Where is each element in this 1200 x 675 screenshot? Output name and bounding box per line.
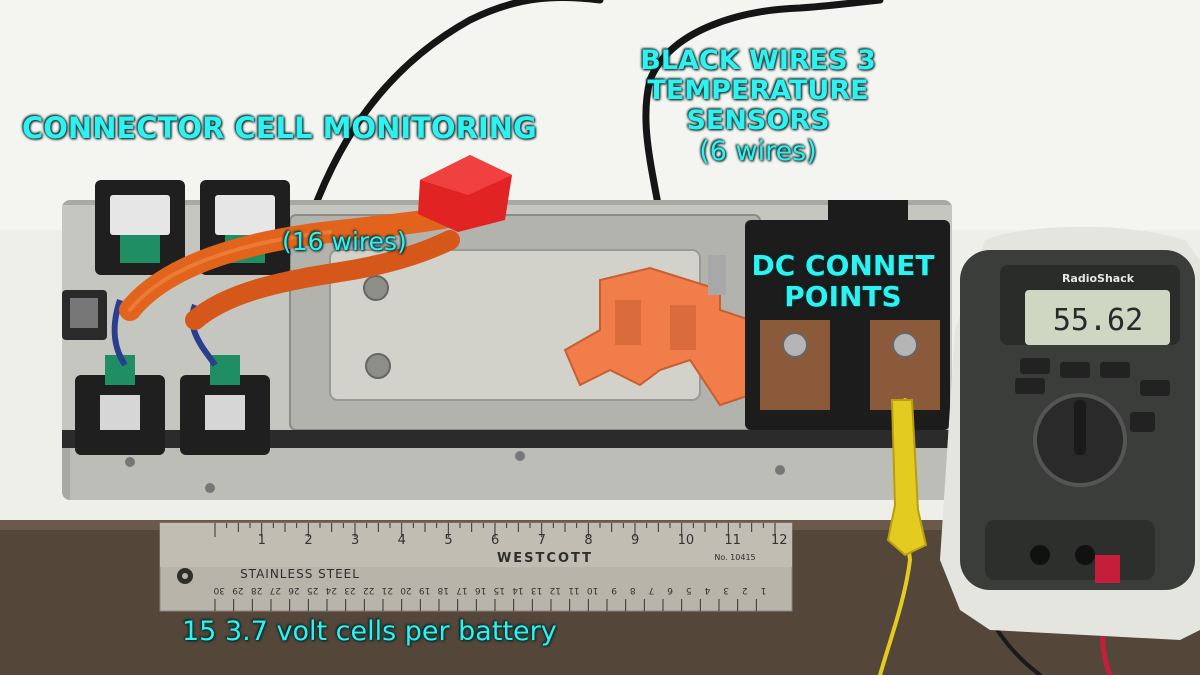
ruler-cm-label: 1 [761,585,767,595]
ruler-cm-label: 6 [667,585,673,595]
ruler-cm-label: 18 [437,585,449,595]
ruler-inch-label: 3 [351,533,359,548]
ruler-cm-label: 15 [494,585,505,595]
annotation-cells-per-battery: 15 3.7 volt cells per battery [182,616,557,647]
annotation-connector-cell-monitoring: CONNECTOR CELL MONITORING [22,111,537,145]
ruler-cm-label: 30 [213,585,225,595]
ruler-cm-label: 10 [587,585,599,595]
ruler-cm-label: 21 [382,585,393,595]
ruler-inch-label: 6 [491,533,499,548]
ruler-cm-label: 16 [475,585,487,595]
temperature-sensor-wires [296,0,884,254]
ruler-cm-label: 22 [363,585,374,595]
ruler-cm-label: 27 [270,585,281,595]
ruler-material: STAINLESS STEEL [240,567,360,581]
ruler-inch-label: 9 [631,533,639,548]
red-connector-plug [418,155,512,232]
ruler-cm-label: 29 [232,585,244,595]
ruler-cm-label: 8 [630,585,636,595]
ruler-inch-label: 7 [538,533,546,548]
ruler-inch-label: 5 [444,533,452,548]
ruler-cm-label: 23 [344,585,355,595]
ruler-cm-label: 14 [512,585,524,595]
ruler-cm-label: 7 [649,585,655,595]
ruler-brand: WESTCOTT [497,551,593,566]
ruler-inch-label: 2 [304,533,312,548]
ruler-inch-label: 12 [771,533,788,548]
ruler-inch-label: 11 [724,533,741,548]
ruler-inch-label: 4 [398,533,406,548]
ruler-cm-label: 5 [686,585,692,595]
annotation-black-wires: BLACK WIRES 3 TEMPERATURE SENSORS (6 wir… [618,45,898,167]
ruler-cm-label: 24 [325,585,337,595]
ruler-cm-label: 20 [400,585,412,595]
ruler-cm-label: 3 [723,585,729,595]
annotation-16-wires: (16 wires) [282,227,407,256]
annotation-dc-connect-points: DC CONNET POINTS [726,250,960,313]
ruler-cm-label: 12 [550,585,561,595]
orange-bracket [563,266,751,407]
annotation-black-wires-line3: SENSORS [686,105,830,137]
ruler-cm-label: 13 [531,585,542,595]
yellow-probe-clip [886,399,928,557]
dc-terminal-housing [708,200,950,430]
ruler-cm-label: 11 [568,585,579,595]
multimeter: 55.62 RadioShack [940,226,1200,640]
ruler-cm-label: 9 [611,585,617,595]
ruler-inch-label: 8 [584,533,592,548]
ruler-cm-label: 4 [704,585,710,595]
annotation-dc-line2: POINTS [784,280,902,314]
annotation-black-wires-line2: TEMPERATURE [647,75,869,107]
ruler-cm-label: 17 [456,585,467,595]
ruler-cm-label: 19 [419,585,431,595]
annotation-dc-line1: DC CONNET [751,249,935,282]
ruler-cm-label: 28 [251,585,263,595]
ruler-cm-label: 2 [742,585,748,595]
ruler-cm-label: 26 [288,585,300,595]
ruler-model: No. 10415 [714,553,755,562]
multimeter-brand: RadioShack [1062,272,1135,285]
wire-harness-sleeve [119,203,471,330]
ruler-inch-label: 1 [258,533,266,548]
ruler-inch-label: 10 [678,533,695,548]
annotation-black-wires-line1: BLACK WIRES 3 [640,45,876,76]
multimeter-reading: 55.62 [1053,303,1143,338]
annotation-black-wires-line4: (6 wires) [699,135,817,167]
ruler-cm-label: 25 [307,585,318,595]
